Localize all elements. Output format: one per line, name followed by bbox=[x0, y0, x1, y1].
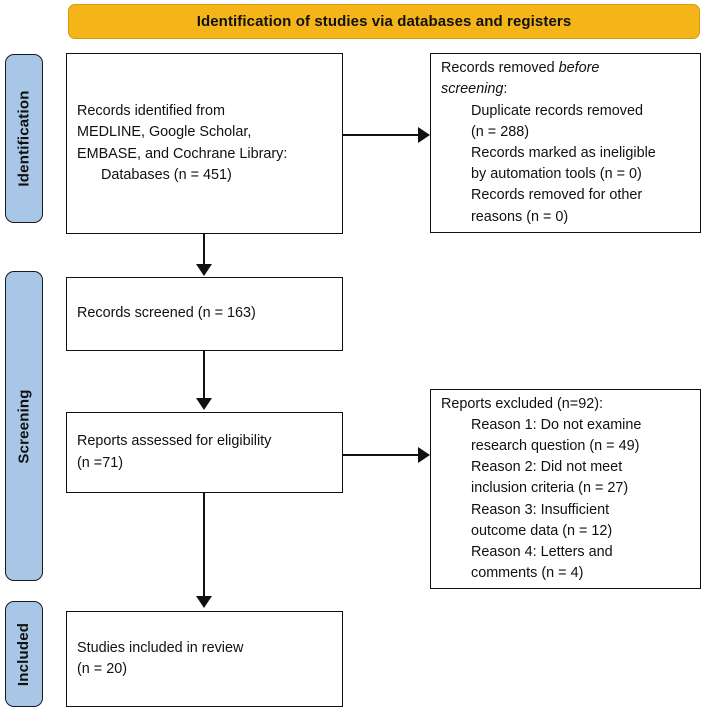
text-line: EMBASE, and Cochrane Library: bbox=[77, 145, 288, 162]
box-reports-assessed: Reports assessed for eligibility (n =71) bbox=[66, 412, 343, 493]
text-line: research question (n = 49) bbox=[471, 438, 640, 455]
arrowhead-assessed-to-included bbox=[196, 596, 212, 608]
text-line: Reason 4: Letters and bbox=[471, 543, 613, 560]
box-records-screened-text: Records screened (n = 163) bbox=[67, 303, 342, 324]
text-line: Reason 1: Do not examine bbox=[471, 416, 642, 433]
text-line: Records removed before bbox=[441, 58, 690, 79]
connector-identified-to-screened bbox=[203, 234, 206, 265]
text-line: Records identified from bbox=[77, 103, 225, 120]
connector-screened-to-assessed bbox=[203, 351, 206, 399]
box-studies-included: Studies included in review (n = 20) bbox=[66, 611, 343, 707]
text-line: Records screened (n = 163) bbox=[77, 305, 256, 322]
box-records-identified: Records identified from MEDLINE, Google … bbox=[66, 53, 343, 234]
arrowhead-screened-to-assessed bbox=[196, 398, 212, 410]
text-fragment: : bbox=[503, 81, 508, 98]
phase-banner-label: Identification of studies via databases … bbox=[196, 13, 572, 30]
text-fragment: Records removed bbox=[441, 60, 559, 77]
text-line: screening: bbox=[441, 79, 690, 100]
box-studies-included-text: Studies included in review (n = 20) bbox=[67, 638, 342, 680]
text-line: Reason 3: Insufficient bbox=[471, 501, 610, 518]
connector-assessed-to-included bbox=[203, 493, 206, 597]
text-line: Duplicate records removed bbox=[471, 102, 643, 119]
connector-identified-to-removed bbox=[343, 134, 418, 137]
stage-label-screening-text: Screening bbox=[15, 388, 33, 464]
stage-label-included: Included bbox=[5, 601, 43, 707]
text-line: Reports excluded (n=92): bbox=[441, 395, 603, 412]
text-line: Records removed for other bbox=[471, 187, 643, 204]
arrowhead-identified-to-removed bbox=[418, 127, 430, 143]
text-line: comments (n = 4) bbox=[471, 565, 584, 582]
text-line: Records marked as ineligible bbox=[471, 145, 656, 161]
text-line: reasons (n = 0) bbox=[471, 208, 569, 225]
stage-label-identification-text: Identification bbox=[15, 90, 33, 187]
box-reports-excluded: Reports excluded (n=92): Reason 1: Do no… bbox=[430, 389, 701, 589]
stage-label-screening: Screening bbox=[5, 271, 43, 581]
text-line: Reason 2: Did not meet bbox=[471, 459, 623, 476]
box-records-removed: Records removed before screening: Duplic… bbox=[430, 53, 701, 233]
stage-label-included-text: Included bbox=[15, 622, 33, 686]
stage-label-identification: Identification bbox=[5, 54, 43, 223]
text-line: inclusion criteria (n = 27) bbox=[471, 480, 629, 497]
connector-assessed-to-excluded bbox=[343, 454, 418, 457]
text-line: MEDLINE, Google Scholar, bbox=[77, 124, 252, 141]
box-records-removed-text: Records removed before screening: Duplic… bbox=[431, 58, 700, 227]
text-fragment-italic: before bbox=[558, 60, 600, 77]
arrowhead-assessed-to-excluded bbox=[418, 447, 430, 463]
text-line: by automation tools (n = 0) bbox=[471, 166, 642, 183]
box-records-screened: Records screened (n = 163) bbox=[66, 277, 343, 351]
box-reports-assessed-text: Reports assessed for eligibility (n =71) bbox=[67, 431, 342, 473]
box-records-identified-text: Records identified from MEDLINE, Google … bbox=[67, 101, 342, 186]
phase-banner-identification: Identification of studies via databases … bbox=[68, 4, 700, 39]
text-line: Databases (n = 451) bbox=[101, 166, 232, 183]
text-line: (n = 20) bbox=[77, 661, 127, 677]
text-line: Studies included in review bbox=[77, 639, 244, 656]
text-line: (n =71) bbox=[77, 454, 123, 471]
box-reports-excluded-text: Reports excluded (n=92): Reason 1: Do no… bbox=[431, 394, 700, 585]
text-line: (n = 288) bbox=[471, 123, 529, 140]
arrowhead-identified-to-screened bbox=[196, 264, 212, 276]
text-line: outcome data (n = 12) bbox=[471, 522, 613, 539]
text-line: Reports assessed for eligibility bbox=[77, 433, 272, 450]
text-fragment-italic: screening bbox=[441, 81, 504, 98]
